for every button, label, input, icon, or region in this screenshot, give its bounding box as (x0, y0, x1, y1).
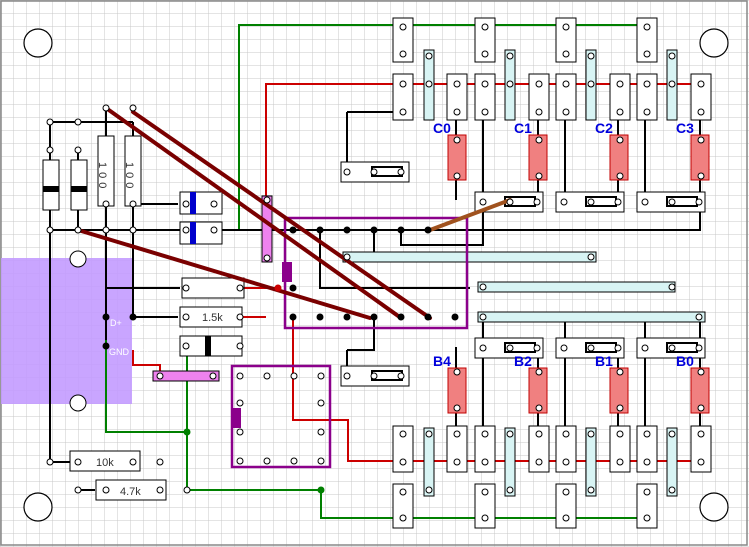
label-gnd: GND (109, 347, 130, 357)
label-resistor-100-a: 100 (96, 162, 108, 192)
ic-main-notch (282, 262, 292, 282)
led-b2 (528, 367, 548, 414)
mounting-hole-top-left (23, 28, 53, 58)
label-resistor-1k5: 1.5k (202, 312, 223, 324)
mounting-hole-top-right (699, 28, 729, 58)
label-5v: +5V (134, 348, 149, 357)
pads (46, 23, 705, 522)
mounting-hole-bottom-right (699, 492, 729, 522)
led-c1 (528, 134, 548, 181)
label-dminus: D- (135, 318, 145, 328)
zener-a (42, 159, 60, 211)
label-b2: B2 (514, 353, 532, 369)
label-resistor-100-b: 100 (123, 162, 135, 192)
junction-dots (102, 226, 459, 350)
ic-secondary-notch (231, 408, 241, 428)
green-junction-dots (183, 428, 325, 494)
mounting-holes (23, 28, 729, 522)
resistor-4k7 (95, 479, 167, 501)
label-resistor-10k: 10k (96, 457, 114, 469)
zener-b (70, 159, 88, 211)
component-bands (43, 186, 211, 356)
label-c2: C2 (595, 120, 613, 136)
pink-links (152, 195, 273, 382)
leds (447, 134, 710, 414)
label-b0: B0 (676, 353, 694, 369)
ic-chips (230, 216, 469, 469)
usb-connector-block (1, 250, 132, 412)
label-resistor-4k7: 4.7k (120, 486, 141, 498)
led-c3 (690, 134, 710, 181)
resistor-10k (69, 450, 141, 472)
label-dplus: D+ (110, 318, 122, 328)
led-c0 (447, 134, 467, 181)
jumper-wires (76, 106, 432, 320)
label-c1: C1 (514, 120, 532, 136)
label-c3: C3 (676, 120, 694, 136)
label-b1: B1 (595, 353, 613, 369)
mounting-hole-bottom-left (23, 492, 53, 522)
led-c2 (609, 134, 629, 181)
led-b1 (609, 367, 629, 414)
led-b4 (447, 367, 467, 414)
red-junction-dot (274, 284, 282, 292)
label-c0: C0 (433, 120, 451, 136)
label-b4: B4 (433, 353, 451, 369)
jumper-brown (428, 198, 512, 232)
led-b0 (690, 367, 710, 414)
resistor-upper (181, 277, 245, 299)
